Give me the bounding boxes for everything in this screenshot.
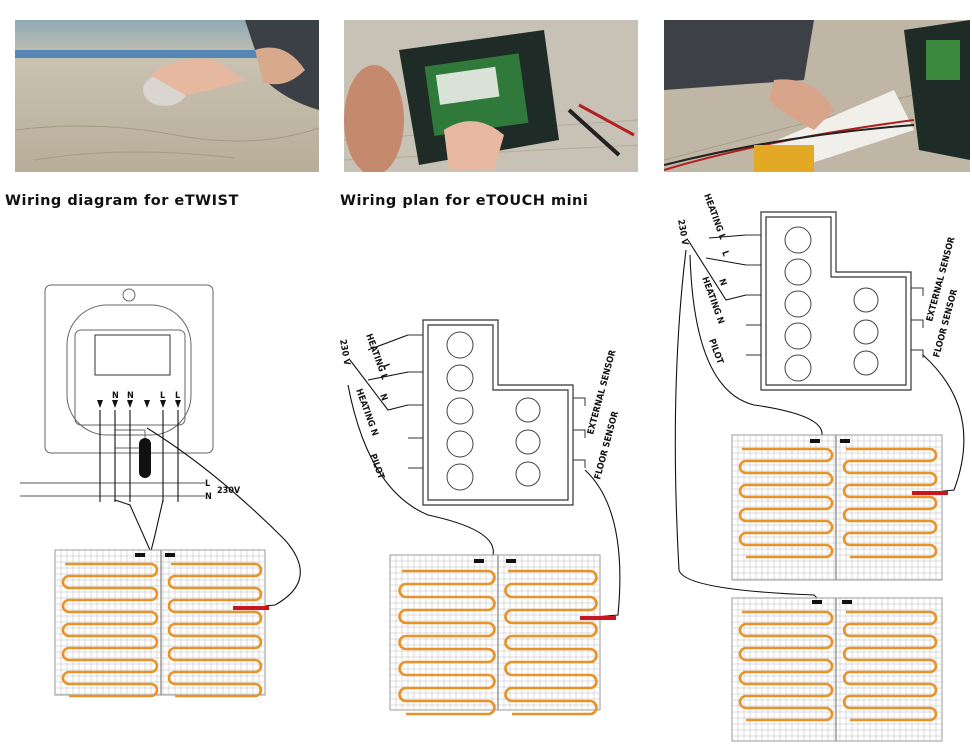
sensor-plug <box>139 438 151 478</box>
label-l-2: L <box>719 250 730 258</box>
thermostat-frame <box>44 284 214 454</box>
wires <box>99 410 301 609</box>
label-n: N <box>377 393 389 403</box>
label-heating-l-2: HEATING L <box>701 193 727 241</box>
terminal-block <box>422 319 574 506</box>
label-l: L <box>380 363 391 371</box>
voltage-label: 230V <box>217 486 241 496</box>
heating-mat <box>389 554 616 716</box>
terminal-l-1: L <box>160 391 165 401</box>
label-voltage: 230 V <box>337 339 351 367</box>
caption-etwist: Wiring diagram for eTWIST <box>5 193 239 209</box>
supply-lines <box>20 482 205 497</box>
caption-etouch-mini: Wiring plan for eTOUCH mini <box>340 193 589 209</box>
etouch-dual-mat-wiring-diagram: HEATING L L N HEATING N PILOT 230 V EXTE… <box>664 190 972 745</box>
label-heating-n: HEATING N <box>353 388 379 438</box>
etouch-mini-wiring-diagram: HEATING L L N HEATING N PILOT 230 V EXTE… <box>328 290 648 720</box>
heating-mat-upper <box>731 434 948 581</box>
terminal-arrows <box>97 400 181 408</box>
etwist-wiring-diagram: N N L L L N 230V <box>15 280 315 700</box>
heating-mat <box>54 549 269 698</box>
label-voltage-2: 230 V <box>675 219 689 247</box>
terminal-n-1: N <box>112 391 119 401</box>
terminal-n-2: N <box>127 391 134 401</box>
photo-insulation-tester <box>344 20 638 172</box>
heating-mat-lower <box>731 597 943 742</box>
label-heating-l: HEATING L <box>363 333 389 381</box>
terminal-l-2: L <box>175 391 180 401</box>
label-n-2: N <box>716 278 728 288</box>
photo-filling-protocol <box>664 20 970 172</box>
terminal-block <box>760 211 912 391</box>
line-label-n: N <box>205 492 212 502</box>
line-label-l: L <box>205 479 210 489</box>
photo-mat-installation <box>15 20 319 172</box>
